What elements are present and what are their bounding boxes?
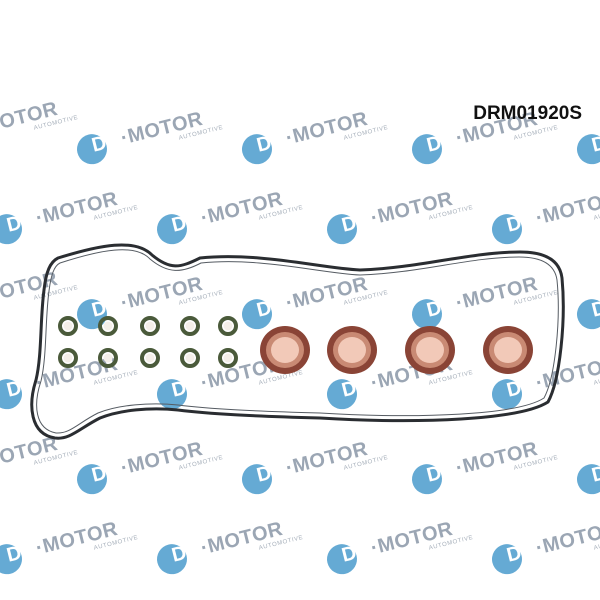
valve-cover-gasket-inner-edge bbox=[36, 249, 559, 434]
small-oring bbox=[140, 348, 160, 368]
small-oring bbox=[98, 316, 118, 336]
spark-plug-tube-seal bbox=[483, 326, 533, 374]
small-oring bbox=[180, 316, 200, 336]
spark-plug-tube-seal bbox=[405, 326, 455, 374]
small-oring bbox=[58, 348, 78, 368]
small-orings-group bbox=[58, 316, 238, 368]
valve-cover-gasket bbox=[30, 243, 565, 440]
spark-plug-tube-seal bbox=[327, 326, 377, 374]
small-oring bbox=[58, 316, 78, 336]
spark-plug-tube-seal bbox=[260, 326, 310, 374]
small-oring bbox=[218, 348, 238, 368]
product-code: DRM01920S bbox=[473, 103, 582, 124]
small-oring bbox=[98, 348, 118, 368]
small-oring bbox=[180, 348, 200, 368]
small-oring bbox=[140, 316, 160, 336]
spark-plug-seals-group bbox=[260, 326, 533, 374]
small-oring bbox=[218, 316, 238, 336]
